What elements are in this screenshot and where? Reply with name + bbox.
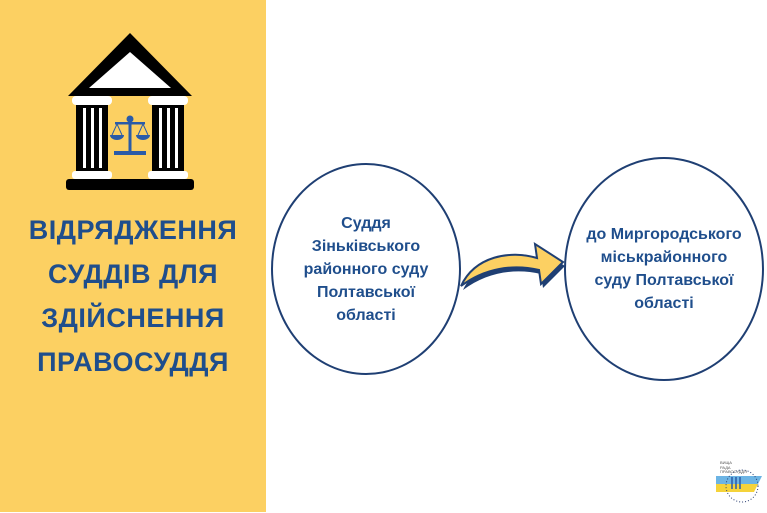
- from-court-line: районного суду: [303, 260, 429, 278]
- from-court-line: Суддя: [341, 214, 391, 232]
- title-line: ЗДІЙСНЕННЯ: [41, 303, 225, 333]
- courthouse-icon: [66, 33, 194, 190]
- logo-text-line: ПРАВОСУДДЯ: [720, 469, 748, 474]
- to-court-oval: до Миргородського міськрайонного суду По…: [564, 157, 764, 381]
- logo-text-line: РАДА: [720, 464, 731, 470]
- title-line: ПРАВОСУДДЯ: [37, 347, 229, 377]
- from-court-line: області: [336, 306, 396, 324]
- page-title: ВІДРЯДЖЕННЯ СУДДІВ ДЛЯ ЗДІЙСНЕННЯ ПРАВОС…: [0, 208, 266, 384]
- to-court-line: області: [634, 295, 694, 312]
- to-court-line: суду Полтавської: [594, 272, 734, 289]
- title-line: ВІДРЯДЖЕННЯ: [28, 215, 238, 245]
- from-court-line: Полтавської: [316, 283, 415, 301]
- title-line: СУДДІВ ДЛЯ: [47, 259, 219, 289]
- to-court-line: міськрайонного: [600, 249, 728, 266]
- from-court-line: Зіньківського: [311, 237, 421, 255]
- hcj-logo: ВИЩА РАДА ПРАВОСУДДЯ: [712, 456, 764, 508]
- from-court-oval: Суддя Зіньківського районного суду Полта…: [271, 163, 461, 375]
- left-panel: ВІДРЯДЖЕННЯ СУДДІВ ДЛЯ ЗДІЙСНЕННЯ ПРАВОС…: [0, 0, 266, 512]
- logo-text-line: ВИЩА: [720, 460, 732, 465]
- flag-logo-icon: [716, 469, 762, 503]
- to-court-line: до Миргородського: [586, 226, 742, 243]
- curved-arrow-icon: [460, 241, 565, 290]
